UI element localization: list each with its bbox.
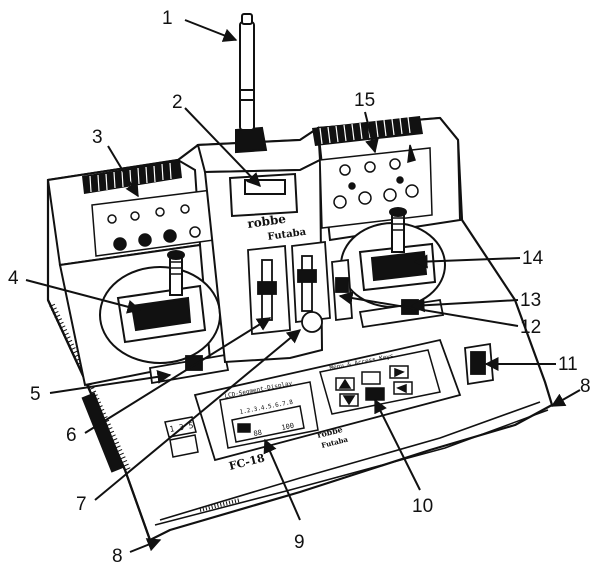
right-switch-panel bbox=[319, 144, 433, 229]
leader-13 bbox=[410, 298, 519, 313]
brand-center: robbe bbox=[246, 212, 287, 231]
leader-8b bbox=[550, 389, 581, 407]
callout-4: 4 bbox=[8, 268, 19, 289]
left-stick-gimbal bbox=[99, 250, 221, 364]
callout-5: 5 bbox=[30, 384, 41, 405]
callout-1: 1 bbox=[162, 8, 173, 29]
lcd-left-value: 88 bbox=[253, 429, 263, 438]
callout-11: 11 bbox=[558, 354, 578, 375]
callout-numbers: 1 2 3 4 5 6 7 8 8 9 10 11 12 13 14 15 bbox=[8, 8, 591, 565]
leader-9 bbox=[263, 438, 301, 521]
left-switch-panel bbox=[91, 189, 215, 257]
callout-12: 12 bbox=[520, 317, 541, 338]
left-counter bbox=[164, 416, 199, 458]
antenna bbox=[235, 13, 268, 154]
callout-10: 10 bbox=[412, 496, 433, 517]
leader-6 bbox=[84, 317, 272, 434]
callout-8a: 8 bbox=[112, 546, 123, 565]
leader-3 bbox=[107, 145, 139, 198]
leader-10 bbox=[374, 398, 421, 491]
right-stick-gimbal bbox=[340, 207, 446, 308]
brand-center-sub: Futaba bbox=[267, 227, 307, 243]
keypad bbox=[319, 349, 441, 415]
leader-14 bbox=[413, 254, 521, 269]
center-sliders bbox=[247, 240, 331, 335]
leader-5 bbox=[49, 369, 172, 394]
callout-3: 3 bbox=[92, 127, 103, 148]
callout-13: 13 bbox=[520, 290, 541, 311]
callout-9: 9 bbox=[294, 532, 305, 553]
leader-4 bbox=[25, 279, 142, 314]
leader-12 bbox=[338, 291, 519, 327]
leader-2 bbox=[184, 107, 261, 188]
leader-1 bbox=[184, 19, 238, 42]
leader-8a bbox=[129, 538, 162, 553]
leader-lines bbox=[25, 19, 581, 553]
right-vertical-trim bbox=[331, 258, 353, 322]
leader-15 bbox=[364, 111, 379, 154]
front-edge-strip bbox=[154, 409, 549, 526]
callout-14: 14 bbox=[522, 248, 544, 269]
callout-2: 2 bbox=[172, 92, 183, 113]
callout-8b: 8 bbox=[580, 376, 591, 397]
leader-7 bbox=[94, 329, 302, 501]
lcd-display bbox=[219, 381, 319, 449]
left-vent-grille bbox=[82, 160, 182, 194]
side-switch bbox=[464, 342, 494, 386]
callout-7: 7 bbox=[76, 494, 87, 515]
right-vent-grille bbox=[312, 116, 423, 146]
callout-15: 15 bbox=[354, 90, 375, 111]
callout-6: 6 bbox=[66, 425, 77, 446]
lcd-right-value: 100 bbox=[281, 422, 295, 432]
